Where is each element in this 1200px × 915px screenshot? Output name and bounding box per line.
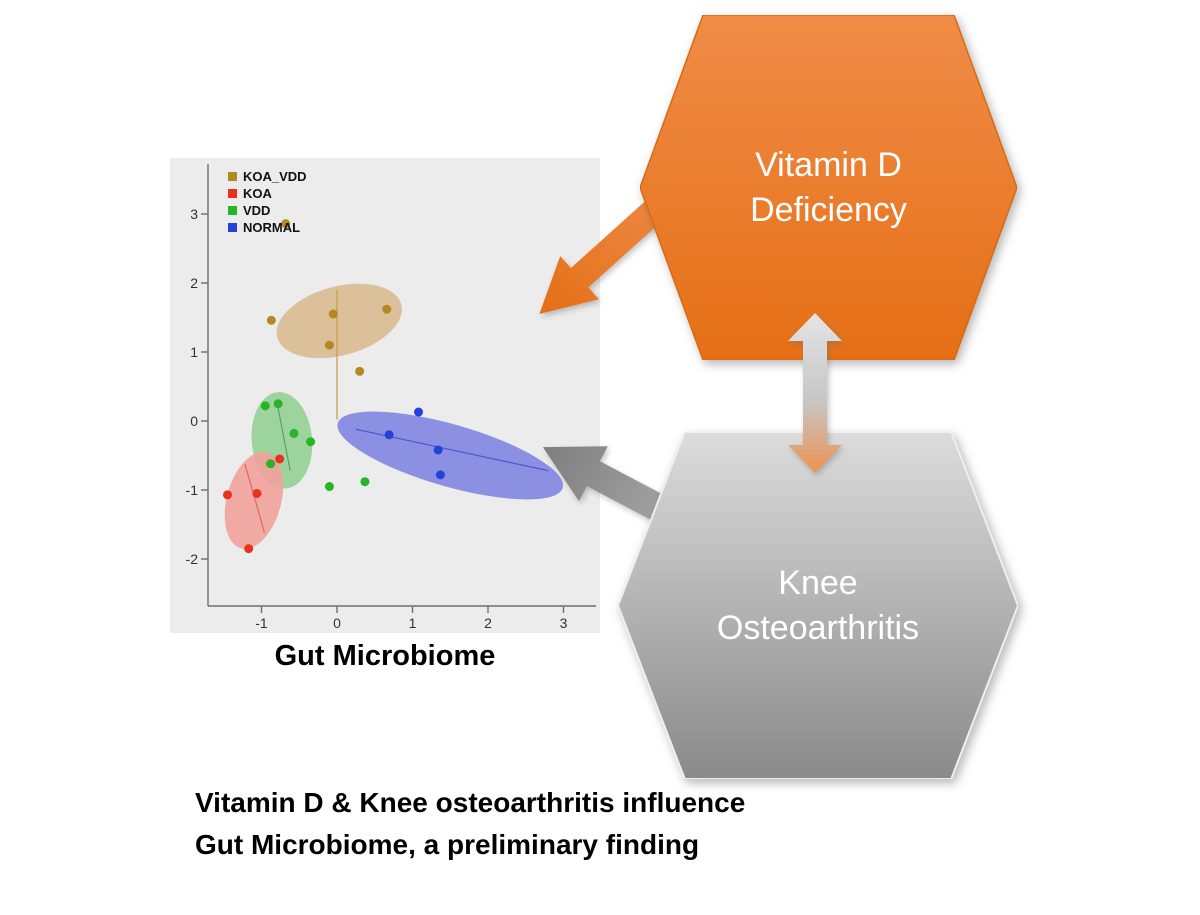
point-VDD <box>324 482 334 492</box>
legend-swatch-NORMAL <box>228 223 237 232</box>
legend-swatch-VDD <box>228 206 237 215</box>
y-tick-label: -1 <box>186 482 199 498</box>
point-VDD <box>360 477 370 487</box>
legend-label: NORMAL <box>243 220 300 235</box>
point-KOA <box>244 544 254 554</box>
y-tick-label: -2 <box>186 551 199 567</box>
point-KOA_VDD <box>324 340 334 350</box>
x-tick-label: 0 <box>333 615 341 631</box>
plot-legend: KOA_VDD KOA VDD NORMAL <box>228 169 307 235</box>
caption-line-1: Vitamin D & Knee osteoarthritis influenc… <box>195 787 746 818</box>
point-NORMAL <box>384 430 394 440</box>
legend-label: VDD <box>243 203 270 218</box>
cluster-NORMAL <box>337 411 564 500</box>
vitamin-d-hexagon: Vitamin D Deficiency <box>639 14 1018 361</box>
legend-label: KOA <box>243 186 273 201</box>
caption-line-2: Gut Microbiome, a preliminary finding <box>195 829 700 860</box>
point-KOA_VDD <box>355 366 365 376</box>
point-VDD <box>289 428 299 438</box>
x-tick-label: 1 <box>409 615 417 631</box>
point-KOA_VDD <box>328 309 338 319</box>
cluster-axis-VDD <box>276 400 291 471</box>
point-KOA <box>252 488 262 498</box>
x-tick-label: 3 <box>560 615 568 631</box>
point-VDD <box>273 399 283 409</box>
y-tick-label: 1 <box>190 344 198 360</box>
vitamin-d-label: Vitamin D Deficiency <box>640 15 1017 360</box>
knee-label-line1: Knee <box>778 563 858 602</box>
cluster-KOA <box>224 451 284 549</box>
point-KOA_VDD <box>281 219 291 229</box>
legend-swatch-KOA_VDD <box>228 172 237 181</box>
point-NORMAL <box>435 470 445 480</box>
point-KOA_VDD <box>382 304 392 314</box>
legend-swatch-KOA <box>228 189 237 198</box>
gut-microbiome-scatter-plot: -1 0 1 2 3 3 2 1 0 -1 -2 KOA_VDD KOA VDD NORMAL <box>170 158 600 633</box>
y-tick-label: 2 <box>190 275 198 291</box>
knee-hexagon: Knee Osteoarthritis <box>616 431 1020 780</box>
vitamin-d-label-line2: Deficiency <box>750 190 907 229</box>
point-VDD <box>306 437 316 447</box>
cluster-ellipse-KOA <box>224 451 284 549</box>
x-tick-label: 2 <box>484 615 492 631</box>
cluster-KOA_VDD <box>276 283 402 359</box>
knee-label-line2: Osteoarthritis <box>716 608 920 647</box>
bidirectional-arrow <box>788 313 842 473</box>
point-NORMAL <box>414 407 424 417</box>
vitamin-d-label-line1: Vitamin D <box>755 145 902 184</box>
legend-label: KOA_VDD <box>243 169 307 184</box>
cluster-ellipse-KOA_VDD <box>276 283 402 359</box>
bidirectional-arrow-shape <box>788 313 842 473</box>
figure-caption: Vitamin D & Knee osteoarthritis influenc… <box>195 782 745 866</box>
x-axis-title: Gut Microbiome <box>274 640 496 672</box>
y-tick-label: 0 <box>190 413 198 429</box>
cluster-ellipse-NORMAL <box>337 411 564 500</box>
y-tick-label: 3 <box>190 206 198 222</box>
cluster-axis-KOA <box>244 463 266 533</box>
plot-panel <box>170 158 600 633</box>
point-NORMAL <box>433 445 443 455</box>
point-VDD <box>266 459 276 469</box>
point-VDD <box>260 401 270 411</box>
x-tick-label: -1 <box>255 615 268 631</box>
point-KOA <box>275 454 285 464</box>
point-KOA <box>223 490 233 500</box>
point-KOA_VDD <box>266 315 276 325</box>
knee-label: Knee Osteoarthritis <box>618 432 1018 779</box>
